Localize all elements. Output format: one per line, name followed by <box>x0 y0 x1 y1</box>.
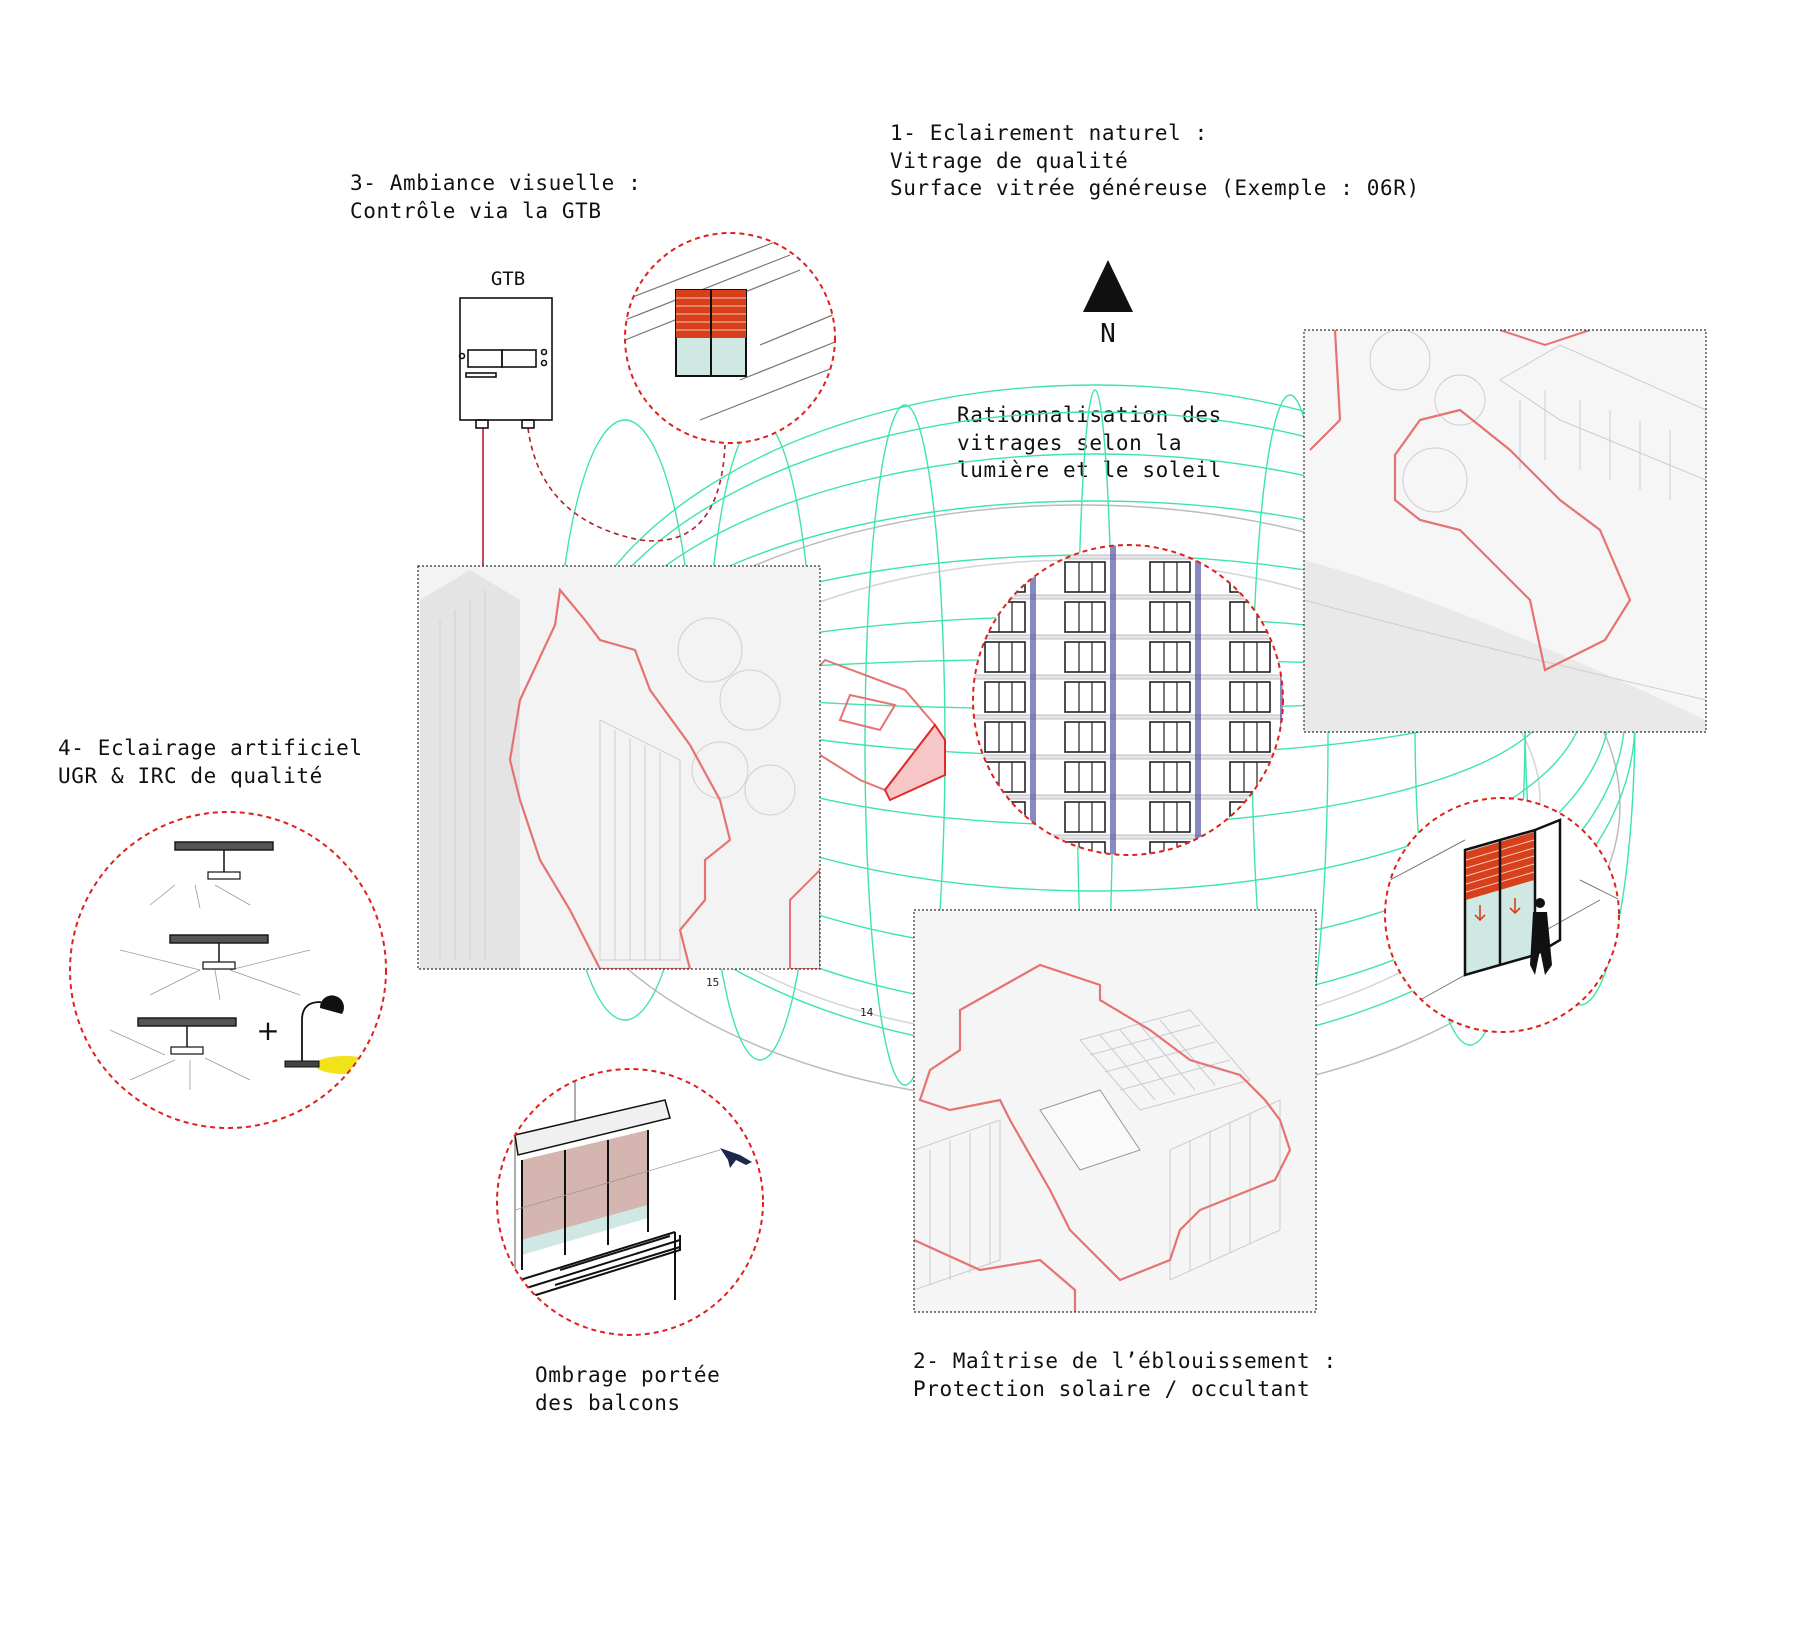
lamp-1 <box>208 872 240 879</box>
ring-number-14: 14 <box>860 1006 874 1019</box>
facade-window <box>1230 682 1270 712</box>
facade-column <box>1280 545 1286 865</box>
facade-column <box>1110 545 1116 865</box>
central-building-roof <box>840 695 895 730</box>
inset-right-site-view <box>1304 330 1706 732</box>
facade-window <box>1150 842 1190 872</box>
facade-window <box>1230 722 1270 752</box>
gtb-controller-icon: GTB <box>460 268 553 428</box>
lamp-light-spot <box>315 1056 375 1074</box>
luminaire-1 <box>175 842 273 879</box>
detail-sun-protection <box>1385 798 1625 1040</box>
facade-slab <box>970 755 1290 759</box>
person-head <box>1535 898 1545 908</box>
detail-artificial-lighting: + <box>70 812 386 1128</box>
facade-window <box>1230 602 1270 632</box>
desk-lamp-shade <box>320 995 344 1014</box>
detail-artificial-lighting-frame <box>70 812 386 1128</box>
north-arrow-triangle <box>1083 260 1133 312</box>
facade-window <box>985 802 1025 832</box>
gtb-connector-right <box>522 420 534 428</box>
north-arrow-icon: N <box>1083 260 1133 349</box>
facade-column <box>1195 545 1201 865</box>
facade-slab <box>970 675 1290 679</box>
facade-window <box>1065 602 1105 632</box>
facade-window <box>1065 802 1105 832</box>
facade-window <box>1150 642 1190 672</box>
desk-lamp-arm <box>302 1002 330 1061</box>
inset-left-site-view <box>418 566 820 969</box>
facade-window <box>1150 602 1190 632</box>
facade-column <box>1030 545 1036 865</box>
facade-window <box>1150 562 1190 592</box>
facade-slab <box>970 715 1290 719</box>
light-rays-1 <box>150 885 250 908</box>
desk-lamp-icon <box>285 995 375 1074</box>
plus-sign: + <box>256 1014 279 1047</box>
facade-window <box>1150 722 1190 752</box>
north-label: N <box>1100 319 1116 349</box>
detail-balcony-shading <box>495 1069 765 1340</box>
ceiling-3 <box>138 1018 236 1026</box>
gtb-box <box>460 298 552 420</box>
connector-gtb-to-window <box>528 428 725 541</box>
central-building-volume <box>885 725 945 800</box>
ceiling-1 <box>175 842 273 850</box>
luminaire-3 <box>138 1018 236 1054</box>
lamp-3 <box>171 1047 203 1054</box>
detail-window-blinds <box>620 230 840 450</box>
gtb-label: GTB <box>491 268 525 290</box>
facade-window <box>985 842 1025 872</box>
facade-window <box>1150 802 1190 832</box>
ring-number-15: 15 <box>706 976 719 989</box>
facade-window <box>1150 682 1190 712</box>
facade-window <box>1230 842 1270 872</box>
facade-window <box>985 642 1025 672</box>
facade-slab <box>970 635 1290 639</box>
facade-window <box>1065 762 1105 792</box>
facade-window <box>1065 722 1105 752</box>
gtb-connector-left <box>476 420 488 428</box>
facade-window <box>1065 842 1105 872</box>
facade-slab <box>970 795 1290 799</box>
facade-window <box>1065 682 1105 712</box>
facade-slab <box>970 835 1290 839</box>
facade-window <box>1230 642 1270 672</box>
facade-window <box>985 682 1025 712</box>
facade-window <box>1065 642 1105 672</box>
facade-window <box>985 722 1025 752</box>
desk-lamp-base <box>285 1061 319 1067</box>
light-rays-3 <box>110 1030 250 1090</box>
facade-window <box>985 562 1025 592</box>
inset-bottom-site-view <box>914 910 1316 1312</box>
facade-window <box>1230 762 1270 792</box>
lamp-2 <box>203 962 235 969</box>
facade-window <box>1150 762 1190 792</box>
ceiling-2 <box>170 935 268 943</box>
facade-window <box>1065 562 1105 592</box>
facade-window <box>985 762 1025 792</box>
light-rays-2 <box>120 950 310 1000</box>
